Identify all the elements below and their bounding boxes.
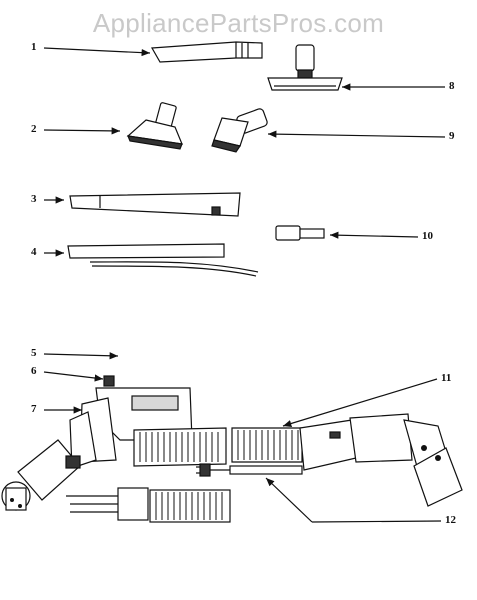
upholstery-tool bbox=[267, 44, 343, 91]
extension-wand bbox=[69, 192, 241, 217]
hose-handle bbox=[1, 375, 193, 511]
power-cord bbox=[196, 463, 303, 477]
leader-10 bbox=[329, 231, 419, 239]
crevice-tool bbox=[151, 41, 263, 63]
callout-11: 11 bbox=[441, 372, 452, 384]
callout-2: 2 bbox=[31, 123, 37, 135]
callout-1: 1 bbox=[31, 41, 37, 53]
callout-5: 5 bbox=[31, 347, 37, 359]
callout-4: 4 bbox=[31, 246, 37, 258]
lower-hose-section bbox=[66, 487, 231, 523]
watermark: AppliancePartsPros.com bbox=[92, 8, 385, 38]
callout-3: 3 bbox=[31, 193, 37, 205]
leader-9 bbox=[267, 130, 446, 138]
leader-lines bbox=[43, 47, 446, 523]
leader-5 bbox=[43, 352, 119, 360]
stair-tool bbox=[126, 102, 183, 150]
leader-1 bbox=[43, 47, 151, 57]
leader-12a bbox=[311, 520, 442, 523]
coupler bbox=[275, 225, 325, 241]
leader-11 bbox=[282, 378, 438, 427]
callout-6: 6 bbox=[31, 365, 37, 377]
callout-8: 8 bbox=[449, 80, 455, 92]
leader-2 bbox=[43, 127, 121, 135]
dusting-brush bbox=[211, 108, 268, 153]
leader-6 bbox=[43, 371, 104, 382]
hose-assembly bbox=[133, 413, 463, 507]
callout-10: 10 bbox=[422, 230, 433, 242]
callout-12: 12 bbox=[445, 514, 456, 526]
callout-9: 9 bbox=[449, 130, 455, 142]
leader-12b bbox=[265, 477, 313, 523]
callout-7: 7 bbox=[31, 403, 37, 415]
extension-wand-with-cord bbox=[67, 243, 259, 277]
